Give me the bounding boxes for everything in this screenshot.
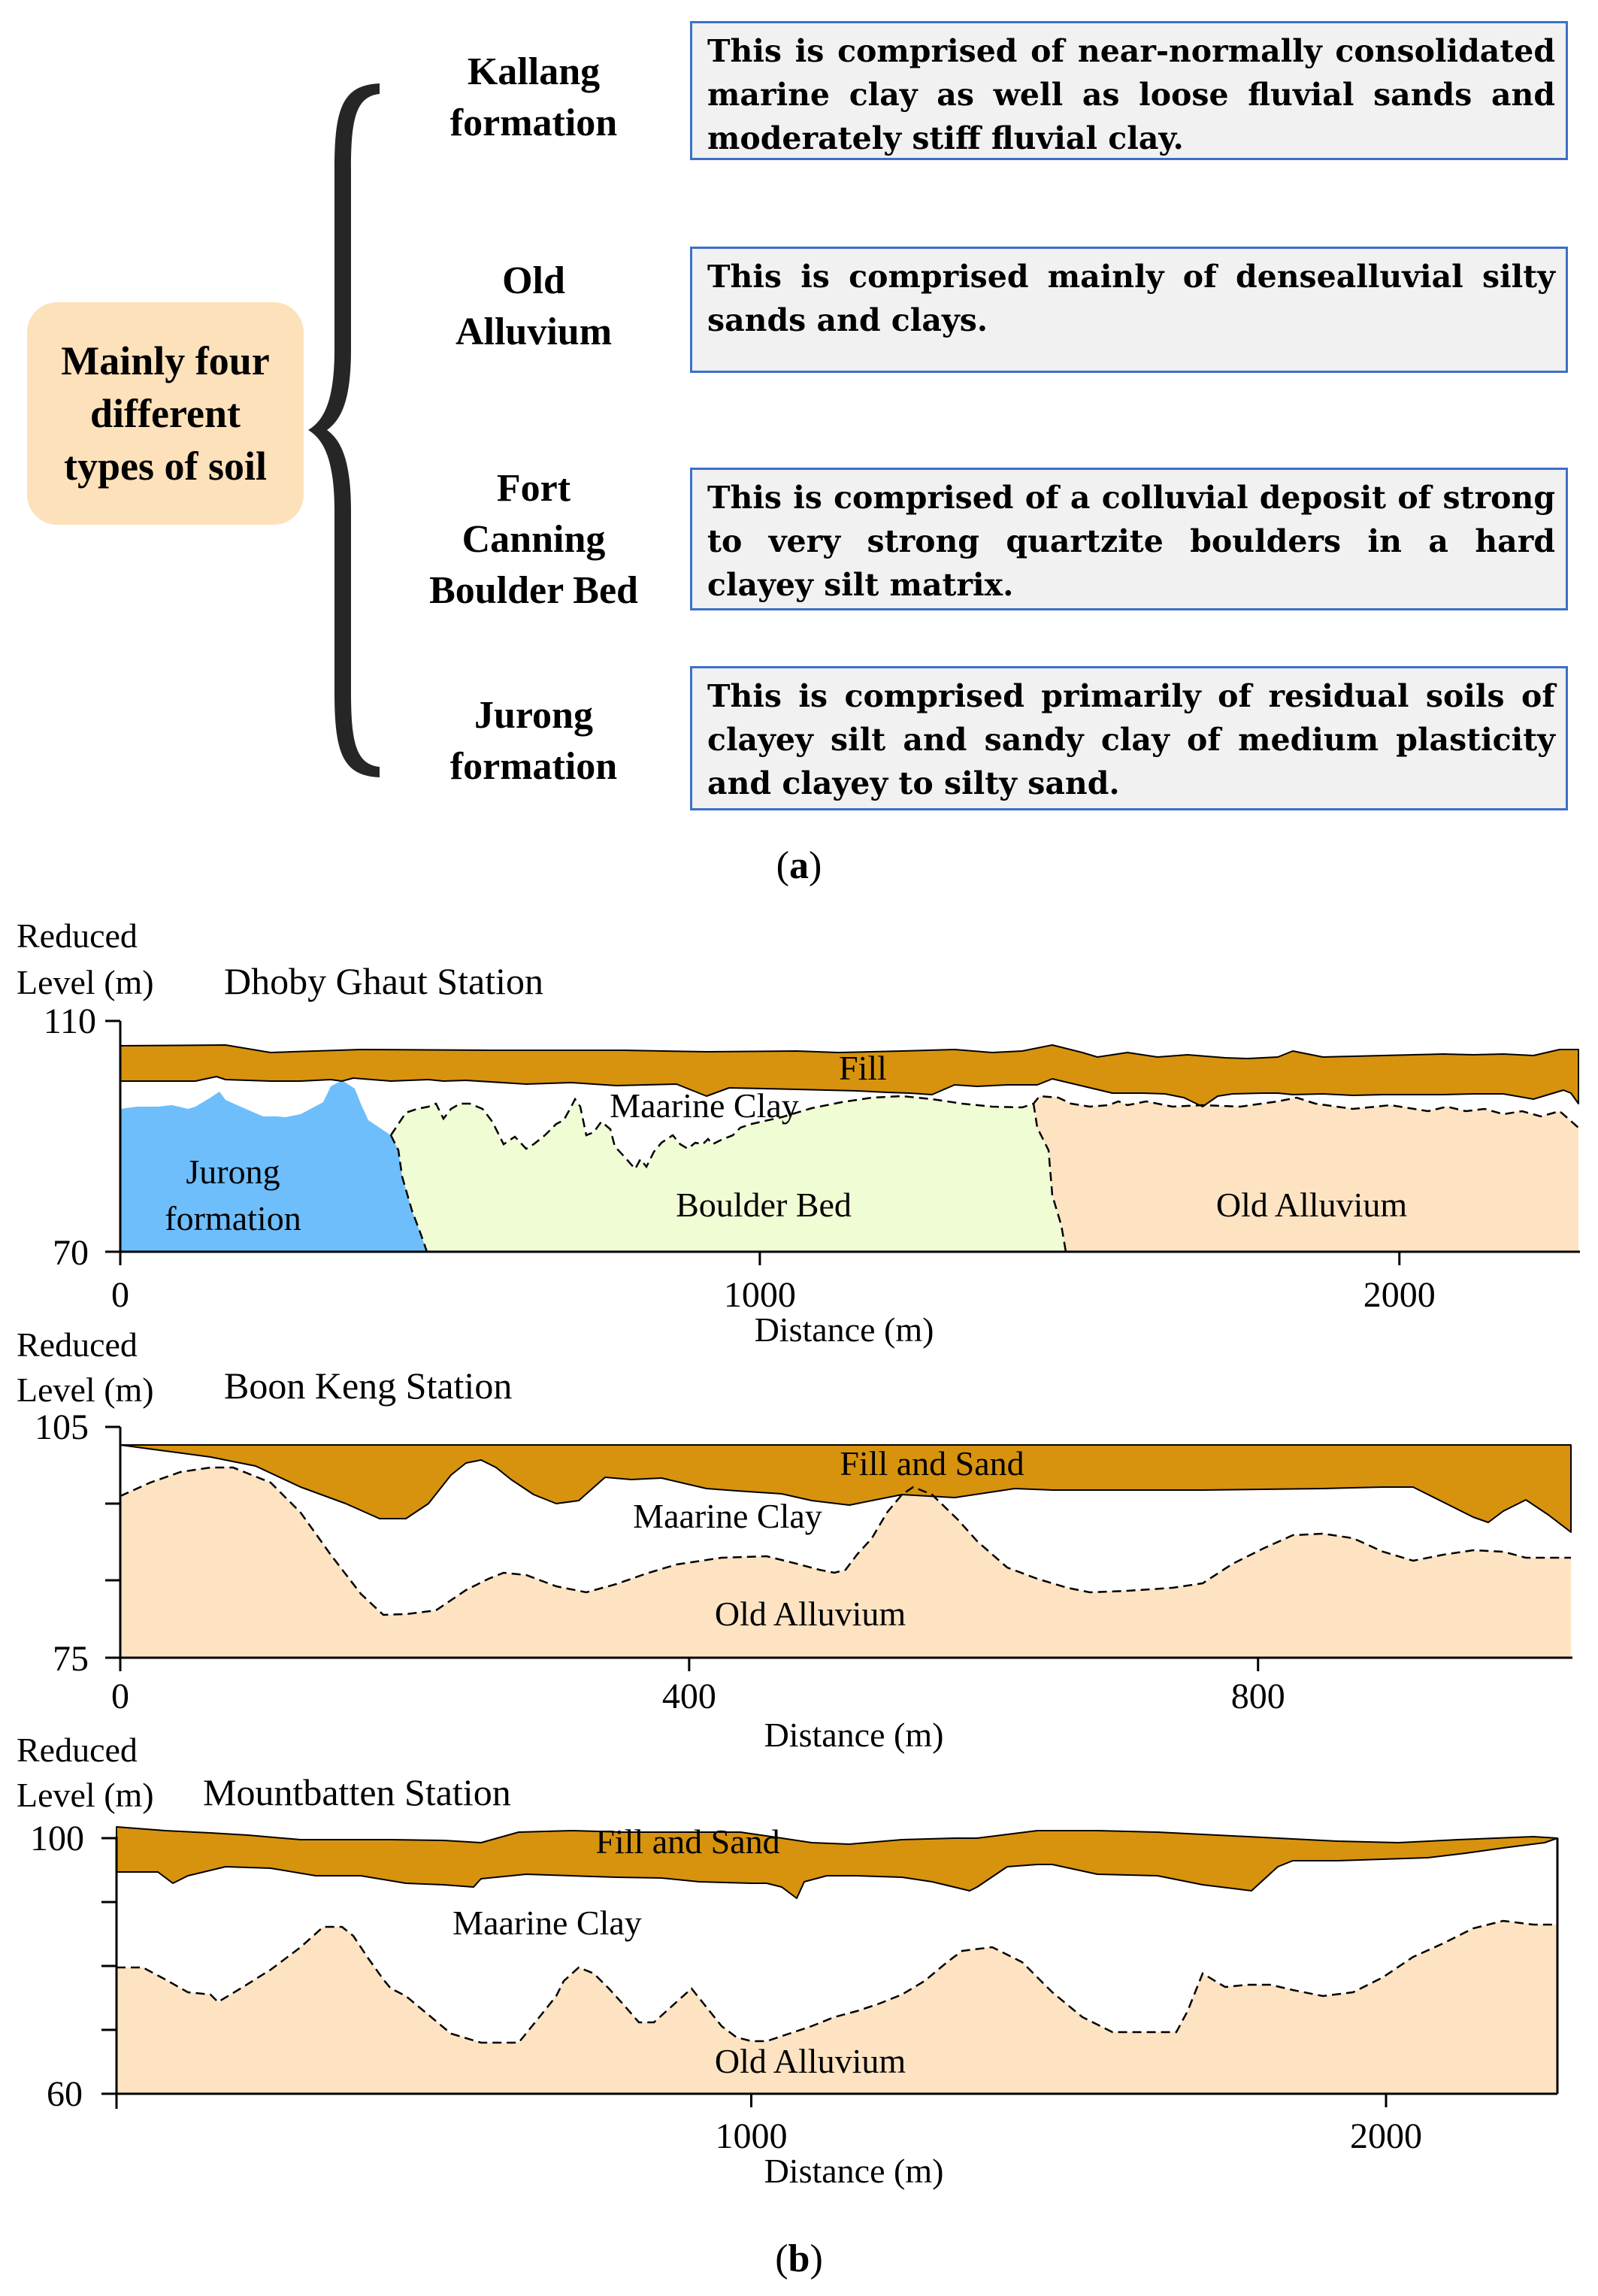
boon-ytick-bottom: 75 <box>53 1639 89 1679</box>
boon-alluvium-layer <box>120 1468 1571 1658</box>
dhoby-alluvium-layer <box>1034 1096 1578 1252</box>
mountbatten-axes <box>101 1837 1559 2109</box>
formation-old-alluvium-line-2: Alluvium <box>455 310 613 353</box>
caption-b: (b) <box>775 2237 823 2280</box>
formation-fort-canning-line-2: Canning <box>462 518 606 561</box>
dhoby-axes <box>105 1019 1580 1254</box>
curly-brace <box>308 83 380 777</box>
dhoby-ytick-top: 110 <box>44 1001 96 1041</box>
formation-jurong-line-1: Jurong <box>474 694 593 737</box>
section-dhoby-ghaut: 0 1000 2000 Reduced Level (m) Dhoby Ghaut … <box>17 916 1580 1349</box>
mount-clay-boundary <box>117 1919 1557 2044</box>
formation-fort-canning-line-3: Boulder Bed <box>429 569 638 612</box>
dhoby-jurong-label-box: Jurong formation <box>165 1153 301 1237</box>
dhoby-ylabel-2: Level (m) <box>17 963 154 1001</box>
formation-old-alluvium: Old Alluvium <box>391 256 676 358</box>
boon-ytick-top: 105 <box>35 1407 89 1447</box>
mount-ylabel-2: Level (m) <box>17 1776 154 1814</box>
formation-jurong-line-2: formation <box>449 745 618 788</box>
boon-keng-x-ticks: 0 400 800 <box>111 1658 1285 1716</box>
mount-xlabel: Distance (m) <box>764 2152 944 2190</box>
section-boon-keng: 0 400 800 Reduced Level (m) Boon Keng Stat… <box>17 1325 1572 1754</box>
formation-kallang-line-1: Kallang <box>467 50 601 93</box>
soil-types-box: Mainly four different types of soil <box>27 302 304 525</box>
boon-x-tick-label-2: 800 <box>1231 1677 1285 1716</box>
dhoby-x-ticks: 0 1000 2000 <box>111 1252 1436 1315</box>
mount-alluvium-layer <box>117 1921 1557 2094</box>
desc-fort-canning: This is comprised of a colluvial deposit… <box>690 468 1568 610</box>
dhoby-fill-label: Fill <box>839 1049 887 1087</box>
boon-fill-label: Fill and Sand <box>840 1444 1024 1483</box>
section-mountbatten: 1000 2000 Reduced Level (m) Mountbatten S… <box>17 1731 1559 2190</box>
boon-ylabel-2: Level (m) <box>17 1371 154 1409</box>
mountbatten-x-ticks: 1000 2000 <box>715 2094 1422 2156</box>
mount-title: Mountbatten Station <box>203 1771 511 1813</box>
dhoby-xlabel: Distance (m) <box>755 1310 934 1349</box>
dhoby-x-tick-label-0: 0 <box>111 1275 129 1315</box>
desc-kallang: This is comprised of near-normally conso… <box>690 21 1568 160</box>
mount-fill-label: Fill and Sand <box>595 1822 779 1861</box>
caption-a: (a) <box>776 844 822 887</box>
boon-fill-layer <box>120 1444 1572 1533</box>
dhoby-ytick-bottom: 70 <box>53 1233 89 1273</box>
boon-ylabel-1: Reduced <box>17 1325 138 1364</box>
dhoby-boulder-right-boundary <box>1032 1103 1067 1253</box>
boon-x-tick-label-1: 400 <box>662 1677 716 1716</box>
formation-fort-canning-line-1: Fort <box>496 467 571 510</box>
formation-kallang: Kallang formation <box>391 47 676 149</box>
dhoby-clay-boundary <box>389 1095 1579 1171</box>
boon-alluvium-label: Old Alluvium <box>715 1595 906 1633</box>
boon-title: Boon Keng Station <box>224 1365 512 1407</box>
boon-keng-axes <box>105 1425 1572 1660</box>
desc-jurong: This is comprised primarily of residual … <box>690 666 1568 810</box>
boon-xlabel: Distance (m) <box>764 1716 944 1754</box>
boon-clay-label: Maarine Clay <box>633 1497 822 1535</box>
mount-ytick-bottom: 60 <box>47 2074 83 2114</box>
mount-fill-layer <box>116 1826 1558 1899</box>
desc-old-alluvium: This is comprised mainly of densealluvia… <box>690 247 1568 373</box>
dhoby-ylabel-1: Reduced <box>17 916 138 955</box>
caption-b-letter: b <box>788 2237 810 2280</box>
mount-x-tick-label-1: 2000 <box>1350 2116 1422 2156</box>
dhoby-jurong-label: Jurong formation <box>165 1153 301 1237</box>
mount-ylabel-1: Reduced <box>17 1731 138 1769</box>
dhoby-boulder-label: Boulder Bed <box>676 1186 852 1224</box>
formation-old-alluvium-line-1: Old <box>502 259 565 302</box>
dhoby-x-tick-label-1: 1000 <box>724 1275 796 1315</box>
formation-jurong: Jurong formation <box>391 690 676 792</box>
mount-ytick-top: 100 <box>30 1819 84 1858</box>
dhoby-clay-label: Maarine Clay <box>610 1086 799 1125</box>
dhoby-fill-layer <box>120 1044 1579 1107</box>
caption-a-letter: a <box>789 844 809 887</box>
formation-kallang-line-2: formation <box>449 101 618 144</box>
dhoby-title: Dhoby Ghaut Station <box>224 960 543 1002</box>
soil-types-line-2: different <box>90 391 241 436</box>
dhoby-x-tick-label-2: 2000 <box>1363 1275 1436 1315</box>
soil-types-line-1: Mainly four <box>61 338 270 383</box>
mount-clay-label: Maarine Clay <box>452 1904 642 1942</box>
formation-fort-canning: Fort Canning Boulder Bed <box>391 463 676 616</box>
boon-keng-layers <box>120 1444 1572 1658</box>
mount-alluvium-label: Old Alluvium <box>715 2042 906 2080</box>
soil-types-line-3: types of soil <box>64 444 267 489</box>
mount-x-tick-label-0: 1000 <box>715 2116 787 2156</box>
dhoby-ghaut-layers <box>120 1044 1579 1252</box>
dhoby-boulder-layer <box>391 1096 1066 1252</box>
mountbatten-layers <box>116 1826 1558 2094</box>
dhoby-boundaries <box>389 1095 1579 1253</box>
dhoby-jurong-layer <box>120 1080 427 1252</box>
boon-x-tick-label-0: 0 <box>111 1677 129 1716</box>
soil-types-panel: Mainly four different types of soil Kall… <box>0 0 1598 902</box>
dhoby-boulder-left-boundary <box>389 1134 428 1253</box>
dhoby-alluvium-label: Old Alluvium <box>1216 1186 1408 1224</box>
